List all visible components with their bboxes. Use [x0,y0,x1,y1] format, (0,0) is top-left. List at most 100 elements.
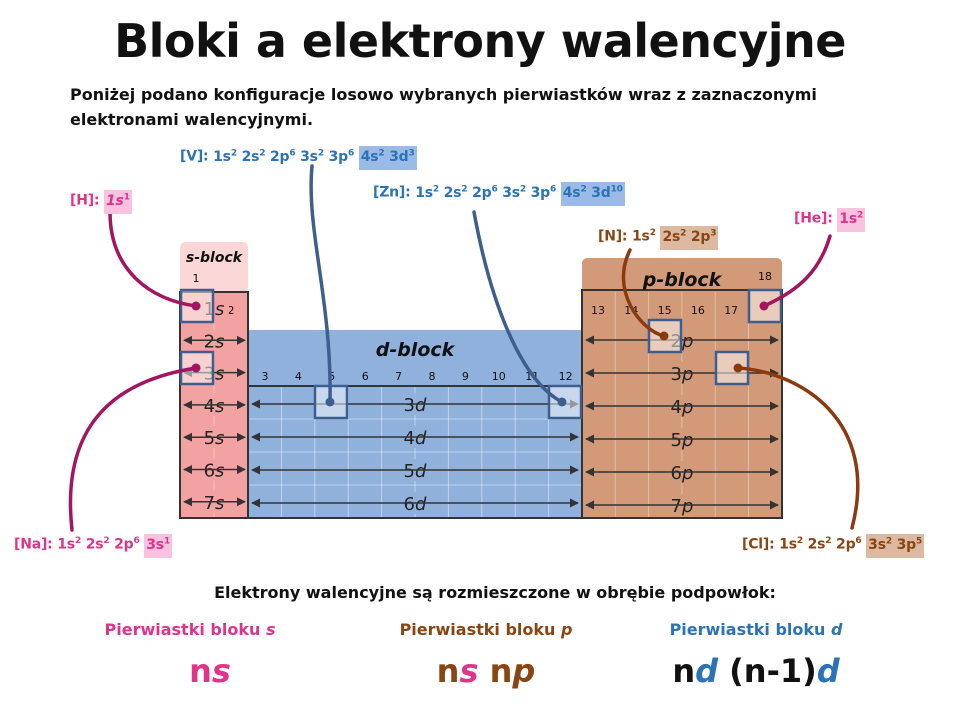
formula-d-part-2: (n-1) [718,652,817,690]
formula-s: ns [80,652,340,690]
config-n-part-3: 2 [680,228,687,238]
page-title: Bloki a elektrony walencyjne [114,14,846,68]
config-n-part-0: 1s [632,228,650,245]
config-cl-part-3: 2 [825,536,832,546]
d-row-label: 4d [404,428,427,449]
config-cl-part-5: 6 [855,536,862,546]
connector-dot [659,331,669,341]
config-zn-part-4: 2p [472,184,492,201]
p-row-label: 6p [671,463,694,484]
config-v-valence: 4s2 3d3 [358,145,417,170]
group-number-d: 12 [559,370,573,383]
config-v-part-0: 1s [213,148,231,165]
config-v-part-3: 2 [259,148,266,158]
group-number-1: 1 [193,272,200,285]
connector-dot [733,363,743,373]
formula-d-part-1: d [695,652,719,690]
config-v-part-10: 4s [360,148,379,165]
config-he-symbol: [He]: [794,210,833,227]
s-row-label: 5s [204,428,225,449]
block-p-title-prefix: Pierwiastki bloku [399,620,561,639]
group-number-18: 18 [758,270,772,283]
p-block-header [582,258,782,292]
block-d-title: Pierwiastki bloku d [646,620,866,639]
config-n-valence: 2s2 2p3 [660,225,719,250]
config-na-part-4: 2p [114,536,134,553]
config-na-part-6: 3s [146,536,164,553]
config-h-valence: 1s1 [104,189,132,214]
config-n-part-4: 2p [690,228,711,245]
formula-s-part-1: s [211,652,231,690]
connector-line [309,164,332,404]
group-number-d: 8 [429,370,436,383]
config-zn-part-9: 6 [550,184,557,194]
config-cl-part-8: 3p [896,536,917,553]
group-number-p: 13 [591,304,605,317]
p-row-label: 7p [671,496,694,517]
p-row-label: 5p [671,430,694,451]
config-zn-part-0: 1s [415,184,433,201]
formula-p: ns np [356,652,616,690]
formula-d: nd (n-1)d [624,652,888,690]
formula-s-part-0: n [189,652,212,690]
block-s-title: Pierwiastki bloku s [80,620,300,639]
config-v-part-1: 2 [230,148,237,158]
group-number-d: 3 [262,370,269,383]
config-zn-part-12: 3d [591,184,611,201]
config-he-part-0: 1s [839,210,857,227]
d-row-label: 5d [404,461,427,482]
config-na: [Na]: 1s2 2s2 2p6 3s1 [14,533,172,558]
config-he-valence: 1s2 [837,207,866,232]
formula-d-part-0: n [672,652,696,690]
connector-line [68,366,198,532]
config-n-part-2: 2s [662,228,681,245]
config-na-valence: 3s1 [144,533,172,558]
config-v-part-12: 3d [389,148,409,165]
block-border [247,385,583,519]
block-s-title-prefix: Pierwiastki bloku [104,620,266,639]
block-p-title-letter: p [560,620,573,639]
formula-p-part-0: n [436,652,460,690]
s-row-label: 7s [204,493,225,514]
d-block-label: d-block [376,339,456,361]
config-zn-part-6: 3s [502,184,520,201]
connector-line [108,210,198,308]
config-v-part-4: 2p [270,148,290,165]
config-cl-part-6: 3s [868,536,886,553]
connector-dot [191,301,201,311]
config-v: [V]: 1s2 2s2 2p6 3s2 3p6 4s2 3d3 [180,145,417,170]
group-number-d: 4 [295,370,302,383]
element-marker-box [179,288,215,324]
connector-dot [557,397,567,407]
config-v-part-9: 6 [347,148,354,158]
formula-d-part-3: d [816,652,840,690]
config-he: [He]: 1s2 [794,207,866,232]
intro-text: Poniżej podano konfiguracje losowo wybra… [70,85,817,129]
config-zn-part-11: 2 [580,184,587,194]
config-cl: [Cl]: 1s2 2s2 2p6 3s2 3p5 [742,533,925,558]
group-number-d: 9 [462,370,469,383]
d-block-area [248,330,582,518]
block-d-title-prefix: Pierwiastki bloku [669,620,831,639]
config-v-core: 1s2 2s2 2p6 3s2 3p6 [213,148,359,165]
config-zn-part-8: 3p [530,184,551,201]
config-cl-symbol: [Cl]: [742,536,775,553]
connector-dot [191,363,201,373]
connector-line [472,210,564,404]
group-number-d: 6 [362,370,369,383]
config-cl-part-0: 1s [779,536,797,553]
s-row-label: 4s [204,396,225,417]
config-zn-part-10: 4s [562,184,581,201]
group-number-p: 17 [724,304,738,317]
config-zn-part-2: 2s [443,184,462,201]
formula-p-part-2: n [478,652,513,690]
config-na-part-2: 2s [85,536,104,553]
config-na-part-3: 2 [103,536,110,546]
config-zn-part-7: 2 [519,184,526,194]
connector-line [736,366,860,530]
config-zn-core: 1s2 2s2 2p6 3s2 3p6 [415,184,561,201]
config-cl-part-7: 2 [885,536,892,546]
config-v-part-7: 2 [317,148,324,158]
s-row-label: 6s [204,461,225,482]
block-d-title-letter: d [830,620,843,639]
